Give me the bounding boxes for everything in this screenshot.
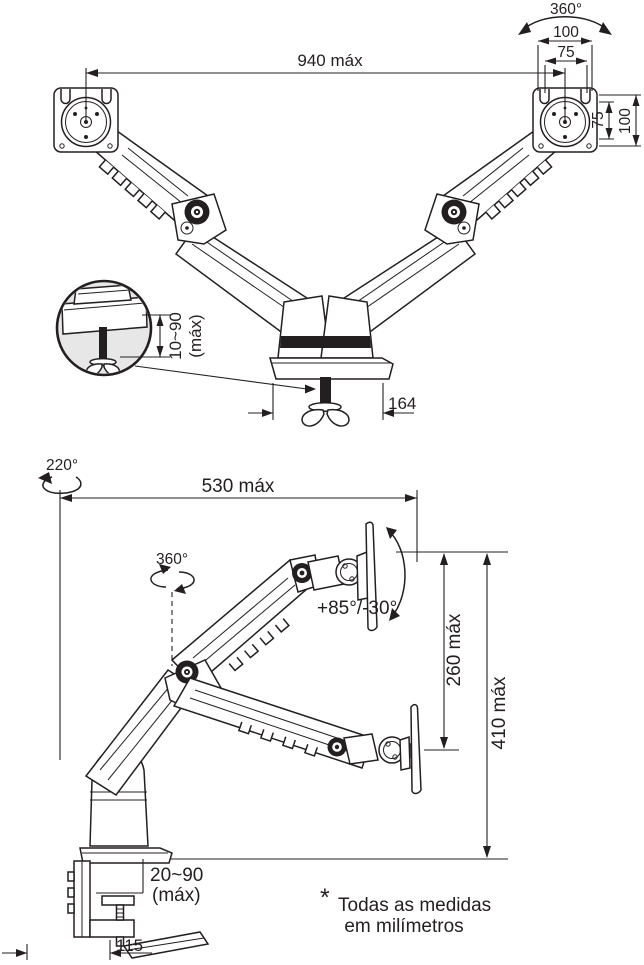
rotation-360-side-label: 360° <box>156 551 188 568</box>
dim-115: 115 <box>2 936 152 960</box>
rotation-220-icon <box>42 476 82 494</box>
footnote-asterisk: * <box>320 884 330 912</box>
footnote-line2: em milímetros <box>344 916 463 937</box>
dim-vesa-75-h: 75 <box>544 44 588 93</box>
rotation-360-top-label: 360° <box>550 1 582 18</box>
footnote: * Todas as medidas em milímetros <box>320 884 491 937</box>
tilt-range: +85°/-30° <box>317 527 406 621</box>
desk-thickness-max-label: (máx) <box>152 885 201 906</box>
dim-940: 940 máx <box>85 51 566 121</box>
dim-530-max-label: 530 máx <box>202 476 275 497</box>
dim-164: 164 <box>248 383 416 420</box>
dim-100-v-label: 100 <box>617 108 634 134</box>
side-lower-arm <box>172 677 411 769</box>
dim-410-max-label: 410 máx <box>489 676 510 749</box>
dim-260-max-label: 260 máx <box>444 613 465 686</box>
dim-75-h-label: 75 <box>557 44 574 61</box>
tilt-range-label: +85°/-30° <box>317 598 397 619</box>
dim-164-label: 164 <box>388 394 416 413</box>
footnote-line1: Todas as medidas <box>338 895 491 916</box>
dim-vesa-75-v: 75 <box>590 101 614 140</box>
arm-left <box>93 124 331 359</box>
clamp-range-label: 10~90 <box>166 312 185 360</box>
dim-75-v-label: 75 <box>590 111 607 128</box>
dim-410: 410 máx <box>483 553 510 858</box>
dim-260: 260 máx <box>396 551 508 751</box>
base-assembly <box>269 357 394 427</box>
side-view-diagram: 220° 530 máx 360° <box>2 457 510 960</box>
rotation-220: 220° <box>38 457 82 494</box>
monitor-plate-upper <box>356 521 378 632</box>
dim-940-max-label: 940 máx <box>297 51 363 70</box>
tilt-arc-icon <box>387 529 406 619</box>
desk-thickness: 20~90 (máx) <box>150 865 203 906</box>
dim-vesa-100-v: 100 <box>599 94 641 147</box>
rotation-220-label: 220° <box>46 457 78 474</box>
rotation-360-top: 360° <box>518 1 612 35</box>
rotation-arc-icon <box>521 16 609 32</box>
clamp-range-max-label: (máx) <box>186 314 205 357</box>
dim-115-label: 115 <box>116 936 143 955</box>
dim-vesa-100-h: 100 <box>537 24 593 91</box>
rotation-360-side: 360° <box>150 551 195 666</box>
desk-thickness-label: 20~90 <box>150 865 203 886</box>
top-view-diagram: 940 máx 360° 100 75 75 <box>53 1 641 427</box>
side-upper-arm <box>170 554 370 687</box>
desk-clamp-detail-circle: 10~90 (máx) <box>55 279 316 394</box>
clamp-t-handle <box>122 931 210 959</box>
dim-530: 530 máx <box>59 476 418 760</box>
rotation-360-icon <box>150 569 169 588</box>
dim-100-h-label: 100 <box>553 24 579 41</box>
monitor-plate-lower <box>399 703 422 795</box>
